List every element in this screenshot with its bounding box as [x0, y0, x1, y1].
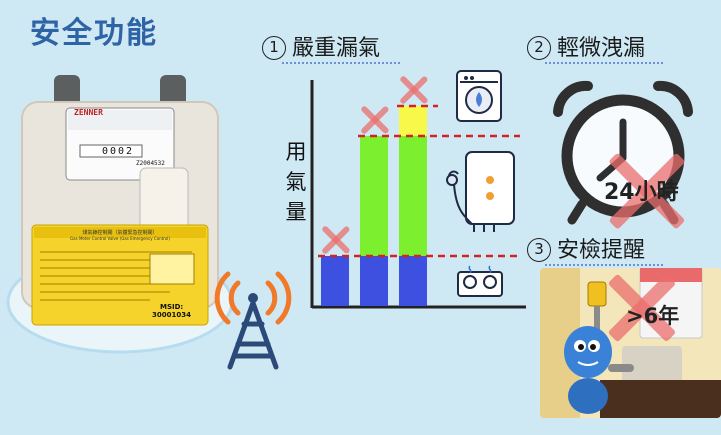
gas-stove-icon: [456, 264, 504, 298]
valve-subtitle: Gas Meter Control Valve (Gas Emergency C…: [70, 236, 170, 241]
meter-brand: ZENNER: [74, 108, 103, 117]
section-number: 1: [262, 36, 286, 60]
antenna-signal-icon: [214, 271, 292, 370]
msid-value: 30001034: [152, 311, 191, 319]
section-label: 輕微洩漏: [557, 36, 646, 61]
section-label: 安檢提醒: [557, 238, 646, 263]
bar-segment-blue: [399, 256, 427, 306]
y-axis-label-char: 量: [285, 200, 307, 224]
section-label: 嚴重漏氣: [292, 36, 381, 61]
y-axis-label-char: 氣: [285, 170, 307, 194]
bar-segment-green: [360, 136, 388, 256]
cut-off-cross-icon: [322, 226, 350, 254]
y-axis-label: 用 氣 量: [283, 137, 309, 227]
section-underline: [545, 62, 663, 64]
bar-segment-blue: [360, 256, 388, 306]
msid-label: MSID:: [160, 303, 184, 311]
bar-segment-yellow: [399, 106, 427, 136]
bar-segment-blue: [321, 256, 349, 306]
water-heater-icon: [444, 150, 518, 234]
bar-segment-green: [399, 136, 427, 256]
valve-title: 煤氣錶控制閥（氣體緊急控制閥）: [82, 230, 158, 236]
meter-reading: 0002: [102, 146, 135, 157]
meter-serial: Z2004532: [136, 160, 165, 167]
dryer-icon: [456, 70, 502, 122]
section-number: 2: [527, 36, 551, 60]
gas-meter-illustration: [0, 70, 240, 420]
section-underline: [545, 264, 663, 266]
page-title: 安全功能: [30, 16, 158, 51]
leak-duration-label: 24小時: [604, 180, 679, 205]
y-axis-label-char: 用: [285, 140, 307, 164]
section-number: 3: [527, 238, 551, 262]
cut-off-cross-icon: [400, 76, 428, 104]
gas-usage-chart: [310, 80, 526, 309]
inspection-age-label: >6年: [626, 304, 680, 328]
section-underline: [282, 62, 400, 64]
cut-off-cross-icon: [361, 106, 389, 134]
